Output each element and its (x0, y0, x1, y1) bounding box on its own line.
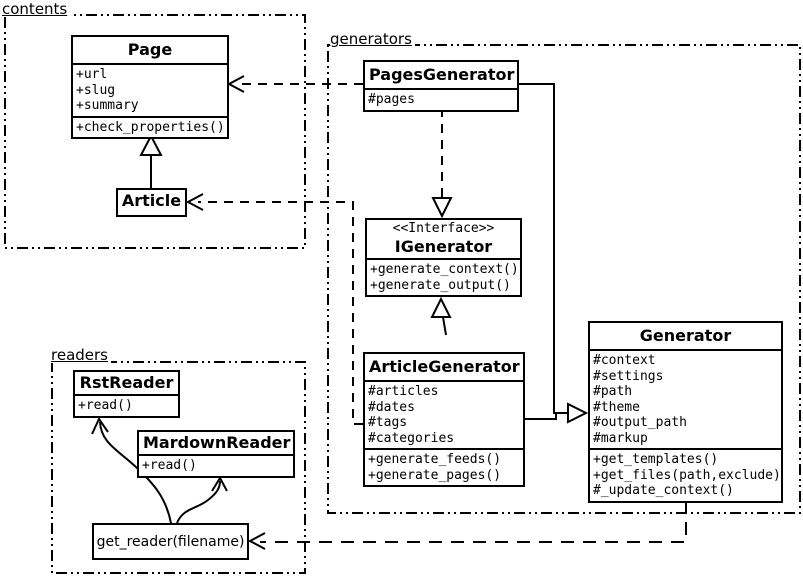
method: +read() (142, 458, 197, 473)
class-page-attributes: +url +slug +summary (73, 63, 227, 116)
class-generator: Generator #context #settings #path #them… (588, 321, 783, 503)
attribute: #context (593, 353, 656, 368)
attribute: +summary (76, 98, 139, 113)
attribute: +url (76, 67, 108, 82)
attribute: #pages (368, 92, 415, 107)
attribute: #output_path (593, 415, 687, 430)
method: +check_properties() (76, 119, 225, 135)
class-page-methods: +check_properties() (73, 115, 227, 138)
package-contents-border (4, 14, 306, 249)
class-generator-attributes: #context #settings #path #theme #output_… (590, 349, 781, 448)
class-igenerator: <<Interface>> IGenerator +generate_conte… (365, 218, 522, 297)
arrow-getreader-mardownreader (176, 475, 228, 524)
attribute: +slug (76, 82, 116, 98)
class-articlegenerator: ArticleGenerator #articles #dates #tags … (363, 352, 525, 487)
class-igenerator-methods: +generate_context() +generate_output() (367, 258, 520, 295)
class-mardownreader-methods: +read() (139, 454, 293, 476)
dependency-generator-getreader (247, 500, 687, 550)
package-label-contents: contents (2, 1, 71, 17)
class-generator-methods: +get_templates() +get_files(path,exclude… (590, 448, 781, 501)
method: +generate_context() (370, 262, 519, 277)
method: +get_files(path,exclude) (593, 467, 781, 483)
package-label-generators: generators (330, 31, 415, 47)
package-readers-border (51, 361, 306, 574)
dependency-articlegenerator-article (185, 193, 363, 425)
class-mardownreader: MardownReader +read() (137, 430, 295, 478)
attribute: #path (593, 384, 633, 399)
stereotype-label: <<Interface>> (392, 221, 495, 236)
class-page: Page +url +slug +summary +check_properti… (71, 35, 229, 139)
attribute: #articles (368, 384, 439, 399)
class-page-title: Page (127, 40, 173, 59)
class-rstreader-methods: +read() (75, 394, 178, 416)
class-articlegenerator-title: ArticleGenerator (369, 357, 520, 376)
get-reader-node: get_reader(filename) (92, 523, 249, 560)
inheritance-article-page (139, 133, 163, 188)
method: +generate_pages() (368, 467, 502, 483)
class-generator-title: Generator (639, 326, 732, 345)
class-pagesgenerator: PagesGenerator #pages (363, 60, 519, 112)
method: +read() (78, 398, 133, 413)
attribute: #settings (593, 368, 664, 384)
dependency-pagesgenerator-page (226, 75, 363, 93)
class-pagesgenerator-attributes: #pages (365, 88, 517, 110)
realization-pagesgenerator-igenerator (431, 108, 453, 219)
attribute: #categories (368, 430, 455, 446)
method: +get_templates() (593, 452, 719, 467)
class-rstreader: RstReader +read() (73, 370, 180, 418)
class-mardownreader-title: MardownReader (143, 433, 291, 452)
attribute: #theme (593, 399, 640, 415)
class-articlegenerator-methods: +generate_feeds() +generate_pages() (365, 448, 523, 485)
class-pagesgenerator-title: PagesGenerator (369, 65, 515, 84)
class-article: Article (116, 188, 187, 217)
class-igenerator-title: <<Interface>> IGenerator (367, 220, 520, 258)
package-label-readers: readers (51, 347, 111, 363)
attribute: #markup (593, 430, 648, 446)
inheritance-articlegenerator-igenerator (430, 296, 452, 336)
attribute: #tags (368, 415, 408, 430)
class-rstreader-title: RstReader (79, 373, 174, 392)
method: #_update_context() (593, 483, 734, 498)
class-igenerator-name: IGenerator (394, 237, 493, 256)
method: +generate_feeds() (368, 452, 502, 467)
method: +generate_output() (370, 277, 511, 293)
class-articlegenerator-attributes: #articles #dates #tags #categories (365, 380, 523, 448)
attribute: #dates (368, 399, 415, 415)
class-article-title: Article (121, 191, 182, 210)
inheritance-generators-generator (519, 83, 589, 424)
package-generators-border (327, 44, 801, 514)
